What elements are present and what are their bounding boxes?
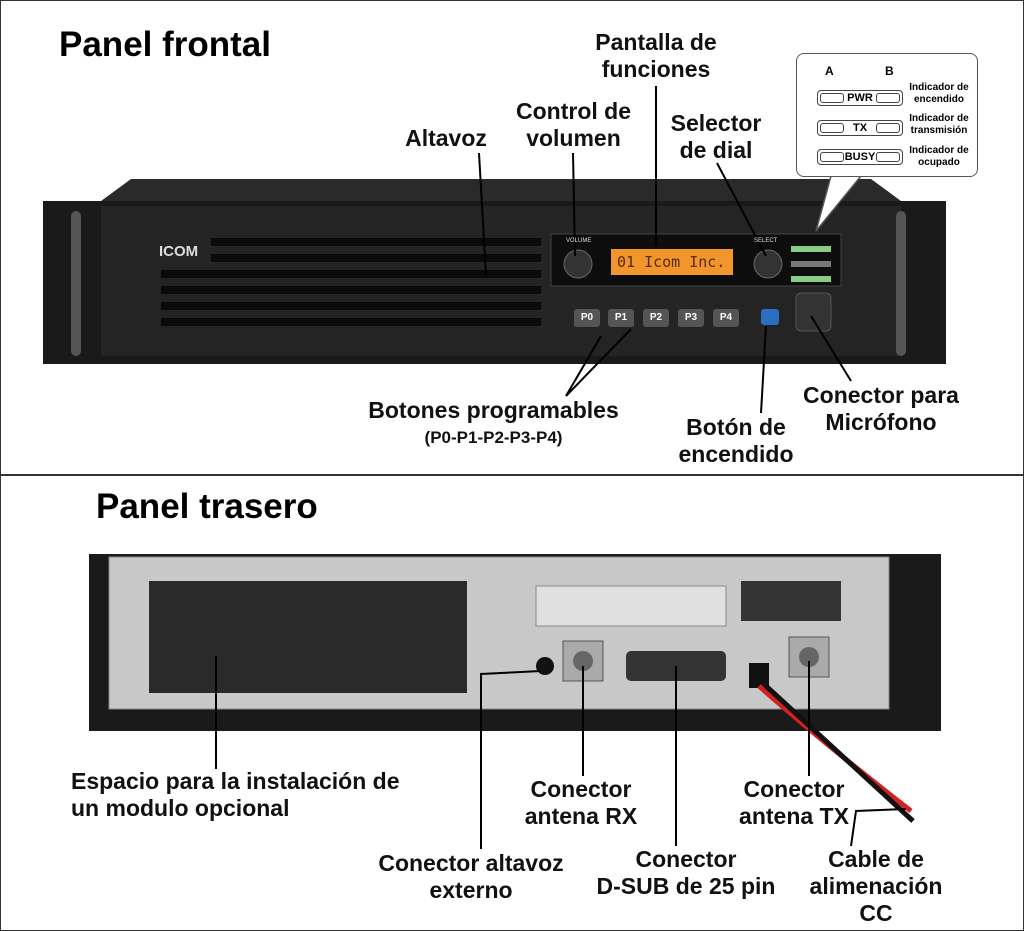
leader-lines [215,86,907,849]
function-display: 01 Icom Inc. [611,249,733,275]
p3-button: P3 [678,309,704,327]
front-device [43,179,946,364]
busy-indicator: BUSY [817,149,903,165]
label-speaker: Altavoz [405,125,487,151]
front-panel-title: Panel frontal [59,25,271,64]
pwr-indicator: PWR [817,90,903,106]
rear-panel-title: Panel trasero [96,487,318,526]
brand-logo: ICOM [159,243,199,260]
rear-device [89,554,941,823]
tx-indicator: TX [817,120,903,136]
label-prog-buttons: Botones programables(P0-P1-P2-P3-P4) [368,397,619,447]
p2-button: P2 [643,309,669,327]
select-knob-label: SELECT [754,238,778,244]
volume-knob-label: VOLUME [566,238,592,244]
p1-button: P1 [608,309,634,327]
p4-button: P4 [713,309,739,327]
p0-button: P0 [574,309,600,327]
